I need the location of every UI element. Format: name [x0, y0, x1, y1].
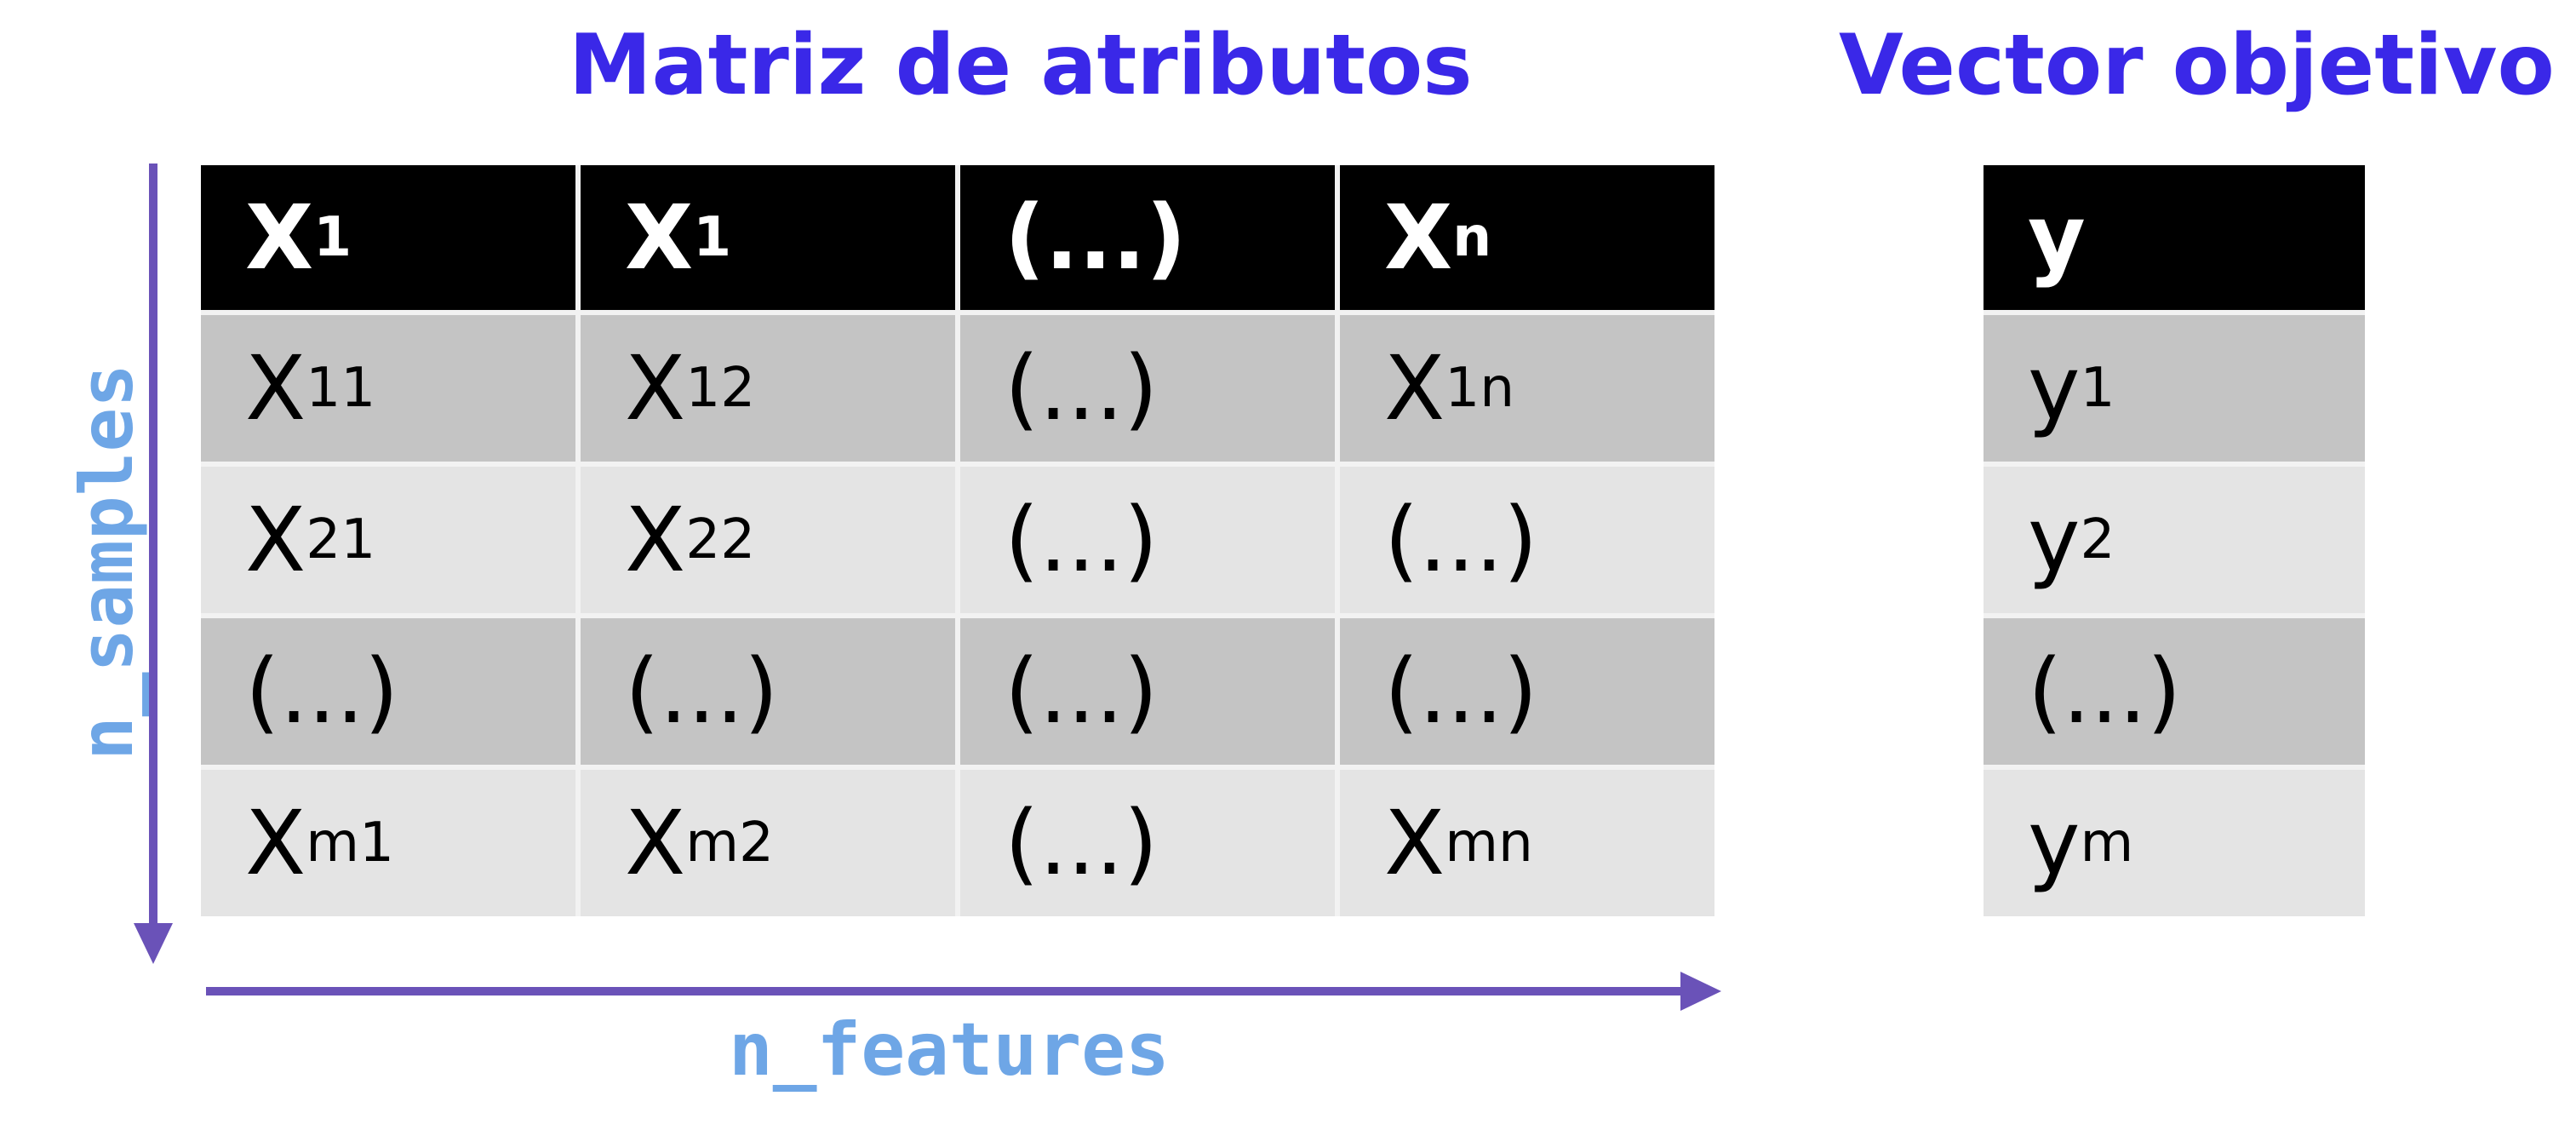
matrix-cell: (...)	[1340, 467, 1714, 613]
matrix-cell: (...)	[581, 618, 955, 765]
vector-header: y	[1984, 165, 2365, 310]
matrix-header-3: (...)	[960, 165, 1335, 310]
matrix-cell: (...)	[960, 770, 1335, 916]
matrix-cell: (...)	[960, 467, 1335, 613]
matrix-title: Matriz de atributos	[569, 17, 1473, 114]
matrix-cell: (...)	[960, 315, 1335, 462]
samples-arrow-head	[134, 923, 173, 964]
matrix-cell: (...)	[1340, 618, 1714, 765]
matrix-cell: (...)	[960, 618, 1335, 765]
n-features-label: n_features	[729, 1007, 1170, 1093]
vector-title: Vector objetivo	[1839, 17, 2555, 114]
vector-cell: (...)	[1984, 618, 2365, 765]
n-samples-label: n_samples	[65, 364, 150, 760]
features-arrow-head	[1680, 972, 1721, 1011]
matrix-cell: (...)	[201, 618, 575, 765]
